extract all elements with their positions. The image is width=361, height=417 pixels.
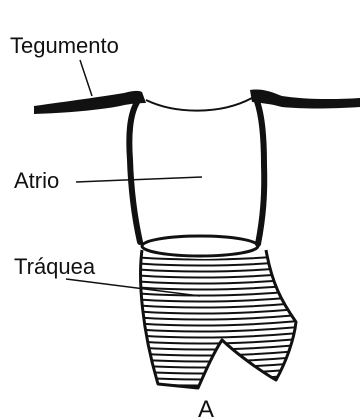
label-tegumento: Tegumento	[10, 35, 119, 57]
trachea-mouth	[142, 236, 258, 256]
leader-line-tegumento	[80, 60, 92, 96]
leader-line-traquea	[66, 279, 200, 296]
atrium-wall-right	[255, 96, 264, 244]
panel-letter: A	[198, 398, 214, 417]
tegument-band-left	[34, 91, 146, 114]
trachea-taenidia	[120, 254, 310, 386]
label-traquea: Tráquea	[14, 256, 95, 278]
tegument-band-right	[250, 89, 360, 108]
leader-line-atrio	[76, 177, 202, 182]
label-atrio: Atrio	[14, 170, 59, 192]
atrium-wall-left	[129, 98, 140, 242]
atrium-opening	[146, 98, 252, 111]
